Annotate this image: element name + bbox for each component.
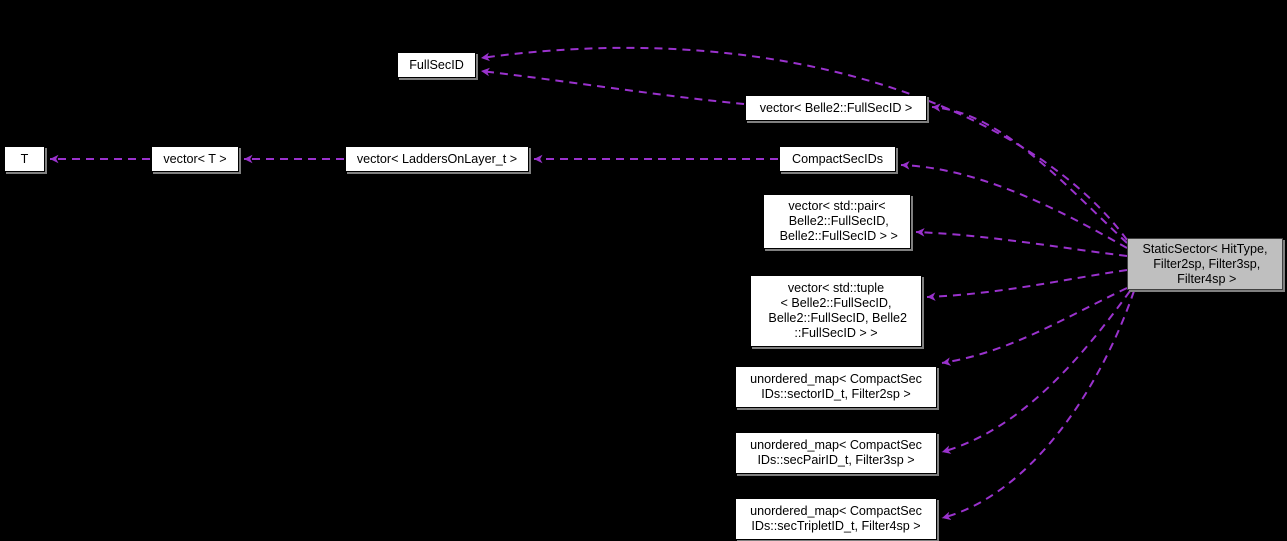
class-node-label: vector< LaddersOnLayer_t >: [356, 151, 518, 166]
diagram-edge: [941, 290, 1131, 454]
class-node-label: unordered_map< CompactSec IDs::secTriple…: [750, 504, 922, 533]
class-node-vector-t[interactable]: vector< T >: [151, 146, 239, 172]
class-node-label: StaticSector< HitType, Filter2sp, Filter…: [1142, 241, 1268, 286]
diagram-edge: [941, 287, 1128, 366]
diagram-edge: [931, 103, 1128, 244]
class-node-label: vector< std::tuple < Belle2::FullSecID, …: [768, 281, 908, 340]
class-node-vector-belle2-fullsecid[interactable]: vector< Belle2::FullSecID >: [745, 95, 927, 121]
class-node-vector-laddersonlayer-t[interactable]: vector< LaddersOnLayer_t >: [345, 146, 529, 172]
class-node-label: unordered_map< CompactSec IDs::sectorID_…: [750, 372, 922, 401]
diagram-edge: [926, 269, 1128, 301]
class-node-label: vector< T >: [163, 151, 227, 166]
class-node-vector-std-pair[interactable]: vector< std::pair< Belle2::FullSecID, Be…: [763, 194, 911, 249]
diagram-edge: [900, 161, 1128, 249]
class-node-t[interactable]: T: [4, 146, 45, 172]
class-node-staticsector[interactable]: StaticSector< HitType, Filter2sp, Filter…: [1127, 238, 1283, 290]
diagram-edge: [915, 228, 1128, 257]
class-node-fullsecid[interactable]: FullSecID: [397, 52, 476, 78]
diagram-edge: [480, 67, 745, 105]
diagram-edge: [941, 290, 1135, 521]
class-node-label: FullSecID: [409, 57, 464, 72]
class-node-unordered-map-secpairid[interactable]: unordered_map< CompactSec IDs::secPairID…: [735, 432, 937, 474]
diagram-edge: [480, 46, 1128, 241]
class-node-label: vector< Belle2::FullSecID >: [759, 100, 913, 115]
class-node-label: CompactSecIDs: [792, 151, 883, 166]
class-node-label: unordered_map< CompactSec IDs::secPairID…: [750, 438, 922, 467]
class-node-unordered-map-sectorid[interactable]: unordered_map< CompactSec IDs::sectorID_…: [735, 366, 937, 408]
class-node-label: T: [20, 151, 29, 166]
class-node-label: vector< std::pair< Belle2::FullSecID, Be…: [779, 199, 898, 243]
class-node-vector-std-tuple[interactable]: vector< std::tuple < Belle2::FullSecID, …: [750, 275, 922, 347]
class-node-unordered-map-sectripletid[interactable]: unordered_map< CompactSec IDs::secTriple…: [735, 498, 937, 540]
class-node-compactsecids[interactable]: CompactSecIDs: [779, 146, 896, 172]
